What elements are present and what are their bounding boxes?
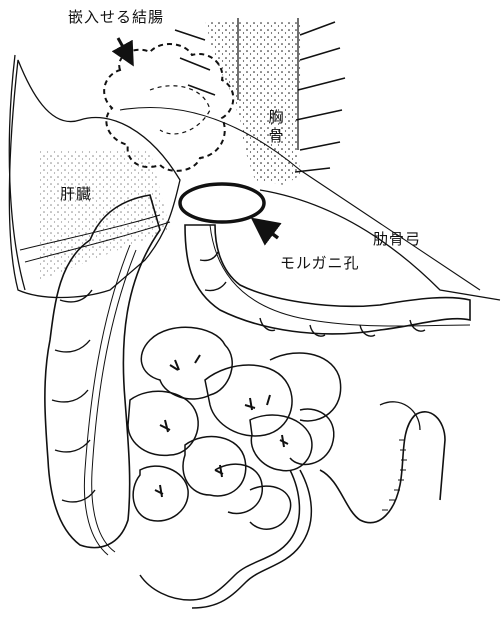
label-incarcerated-colon: 嵌入せる結腸 bbox=[68, 10, 164, 25]
small-intestine-mesentery bbox=[155, 355, 288, 497]
distal-ileum bbox=[140, 470, 299, 600]
distal-ileum-2 bbox=[192, 470, 311, 608]
liver-stipple bbox=[40, 150, 170, 280]
transverse-colon bbox=[185, 225, 470, 334]
descending-colon bbox=[320, 412, 445, 523]
label-sternum: 胸 骨 bbox=[268, 108, 284, 146]
label-costal-arch: 肋骨弓 bbox=[373, 232, 421, 247]
label-morgagni-foramen: モルガニ孔 bbox=[280, 256, 360, 271]
label-liver: 肝臓 bbox=[60, 187, 92, 202]
small-intestine bbox=[128, 327, 341, 529]
arrow-to-foramen bbox=[262, 226, 278, 238]
transverse-mesocolon-vessel bbox=[210, 225, 470, 326]
morgagni-foramen-ring bbox=[180, 184, 264, 222]
ascending-colon-haustra bbox=[52, 290, 95, 502]
arrow-to-colon bbox=[118, 38, 128, 56]
